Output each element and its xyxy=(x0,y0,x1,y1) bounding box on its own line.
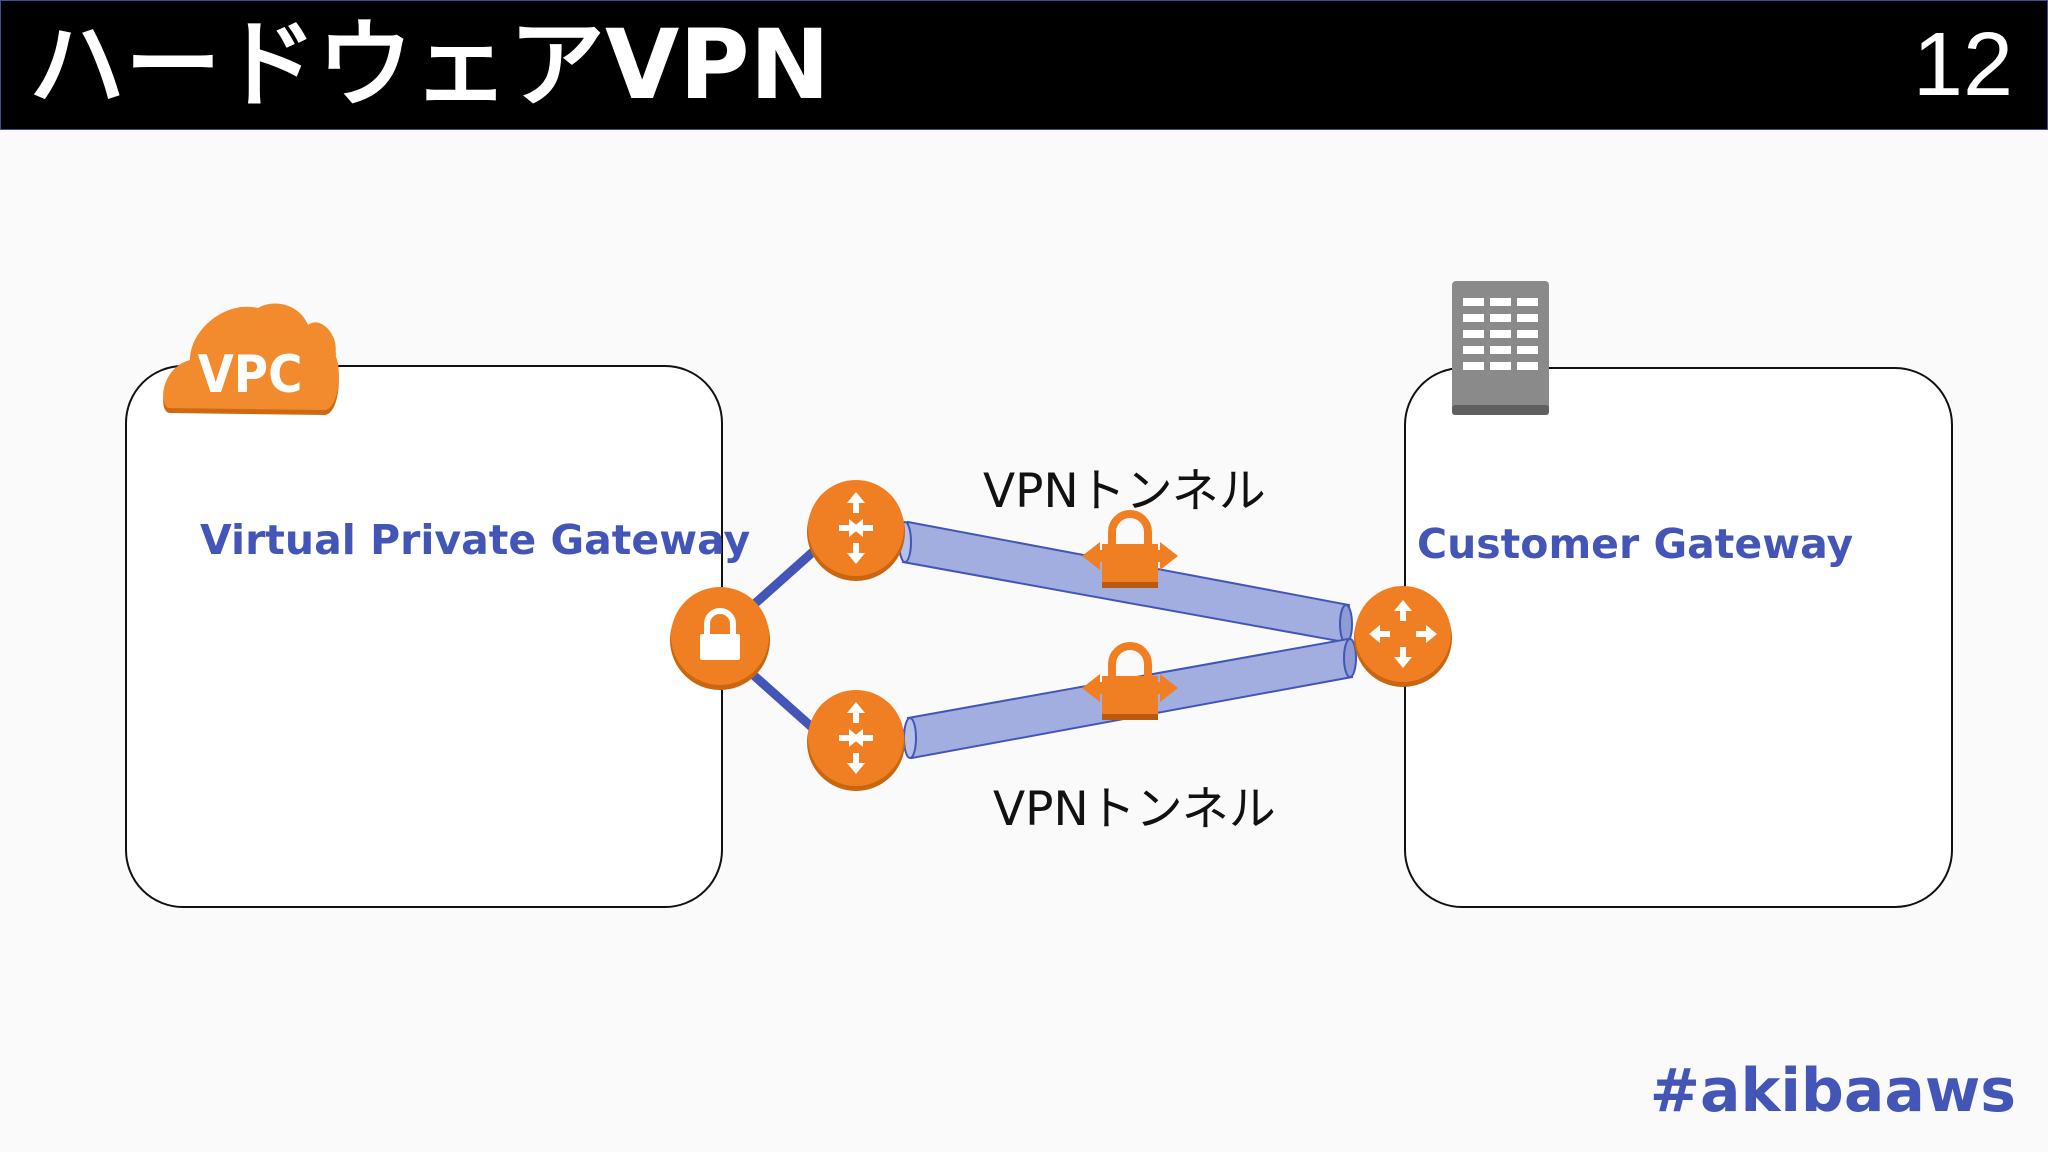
hashtag: #akibaaws xyxy=(1649,1056,2016,1126)
title-bar: ハードウェアVPN 12 xyxy=(0,0,2048,130)
customer-gateway-label: Customer Gateway xyxy=(1417,520,1854,568)
tunnel-lock-icon-lower xyxy=(1082,642,1178,720)
vpn-gateway-lock-icon xyxy=(670,587,770,690)
page-number: 12 xyxy=(1912,15,2013,115)
customer-gateway-router-icon xyxy=(1354,586,1452,687)
link-upper xyxy=(747,546,818,612)
router-icon-upper xyxy=(807,480,905,581)
vpc-cloud-icon: VPC xyxy=(163,303,339,415)
slide-title: ハードウェアVPN xyxy=(29,9,830,121)
tunnel-lock-icon-upper xyxy=(1082,510,1178,588)
vpc-badge-text: VPC xyxy=(198,345,303,405)
router-icon-lower xyxy=(807,690,905,791)
vpn-tunnel-label-upper: VPNトンネル xyxy=(983,464,1266,519)
link-lower xyxy=(747,668,818,734)
vpn-tunnel-label-lower: VPNトンネル xyxy=(993,782,1276,837)
virtual-private-gateway-label: Virtual Private Gateway xyxy=(200,516,751,564)
customer-box xyxy=(1404,367,1953,908)
building-icon xyxy=(1452,281,1549,415)
